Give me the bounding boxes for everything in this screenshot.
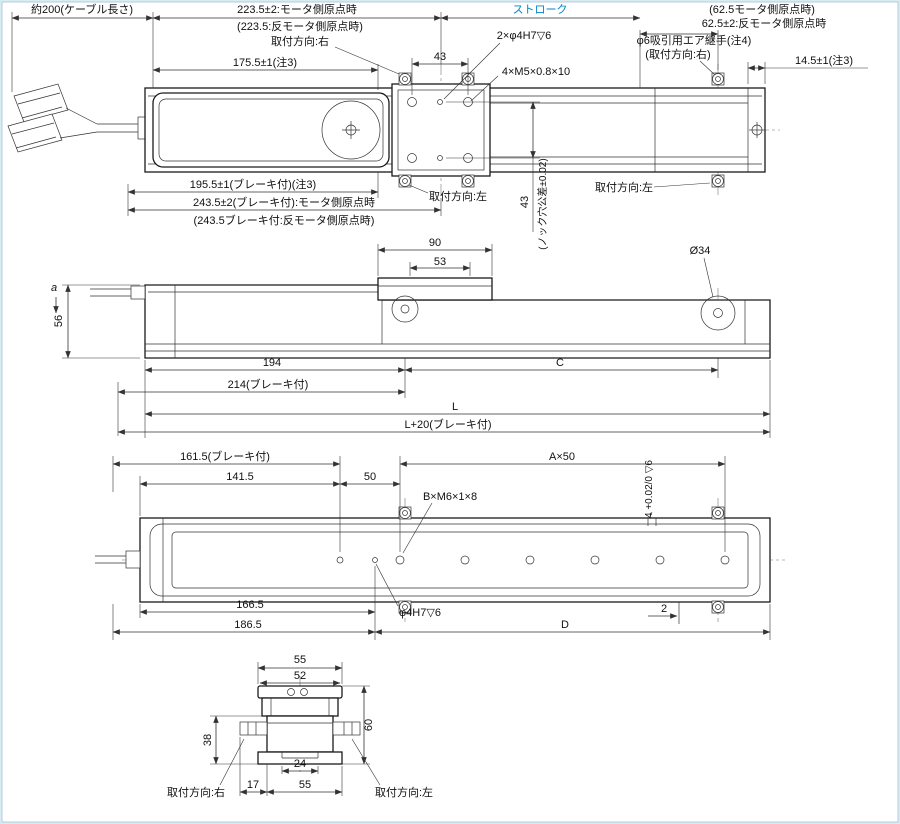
dim-label-14-5: 14.5±1(注3) (795, 53, 853, 67)
dim-label-175-5: 175.5±1(注3) (233, 55, 297, 69)
dim-label-c: C (556, 357, 564, 369)
dim-label-161-5: 161.5(ブレーキ付) (180, 449, 270, 463)
label-mount-dir-right-end-view: 取付方向:右 (167, 785, 225, 799)
dim-label-43-width: 43 (434, 51, 446, 63)
dim-label-195-5: 195.5±1(ブレーキ付)(注3) (190, 177, 316, 191)
dim-label-l: L (452, 401, 458, 413)
label-mount-dir-right: 取付方向:右 (271, 34, 329, 48)
label-mount-dir-left-end-view: 取付方向:左 (375, 785, 433, 799)
dim-label-243-anti: (243.5ブレーキ付:反モータ側原点時) (194, 213, 375, 227)
mount-screw (398, 72, 412, 86)
dim-label-56: 56 (53, 315, 65, 327)
dim-label-223-motor: 223.5±2:モータ側原点時 (237, 3, 357, 16)
dim-label-186-5: 186.5 (234, 619, 262, 631)
label-air-fitting-dir: (取付方向:右) (645, 47, 710, 61)
dim-label-38: 38 (202, 734, 214, 746)
dim-label-62-anti: 62.5±2:反モータ側原点時 (702, 17, 827, 30)
dim-label-l20: L+20(ブレーキ付) (404, 417, 491, 431)
dim-label-55-bottom: 55 (299, 779, 311, 791)
dim-label-243-motor: 243.5±2(ブレーキ付):モータ側原点時 (193, 195, 375, 209)
dim-label-d: D (561, 619, 569, 631)
label-m6-taps: B×M6×1×8 (423, 491, 477, 503)
dim-label-cable-length: 約200(ケーブル長さ) (31, 2, 133, 16)
dim-label-a50: A×50 (549, 451, 575, 463)
section-marker-a: a (51, 282, 57, 294)
top-view: 約200(ケーブル長さ) 223.5±2:モータ側原点時 (223.5:反モータ… (7, 2, 868, 250)
actuator-cross-section (239, 685, 361, 765)
dim-label-194: 194 (263, 357, 281, 369)
slider-carriage (391, 83, 491, 177)
dim-label-166-5: 166.5 (236, 599, 264, 611)
mount-screw (398, 506, 412, 520)
dim-label-90: 90 (429, 237, 441, 249)
actuator-body-side (90, 277, 771, 359)
side-view-dimension-lines (53, 244, 771, 438)
dim-label-24: 24 (294, 758, 306, 770)
bottom-view: 161.5(ブレーキ付) A×50 141.5 50 B×M6×1×8 4 +0… (95, 449, 785, 640)
label-mount-dir-left-end: 取付方向:左 (595, 180, 653, 194)
dim-label-55-top: 55 (294, 654, 306, 666)
dim-label-223-anti: (223.5:反モータ側原点時) (237, 20, 363, 33)
label-stroke: ストローク (513, 3, 568, 16)
label-knock-hole: φ4H7▽6 (399, 607, 441, 619)
end-view: 55 52 38 60 24 17 55 取付方向:右 取付方向:左 (167, 654, 433, 799)
side-view: a 56 90 53 Ø34 194 C 214(ブレーキ付) L L+20(ブ… (51, 237, 771, 438)
label-slot-tolerance: 4 +0.02/0 ▽6 (644, 460, 655, 518)
mount-screw (461, 174, 475, 188)
mount-screw (711, 72, 725, 86)
dim-label-50: 50 (364, 471, 376, 483)
end-view-dimension-lines (210, 662, 381, 796)
dim-label-141-5: 141.5 (226, 471, 254, 483)
top-view-dimension-lines (11, 12, 868, 232)
bottom-view-dimension-lines (112, 456, 771, 640)
label-knock-holes: 2×φ4H7▽6 (497, 30, 551, 42)
label-air-fitting: φ6吸引用エア継手(注4) (637, 33, 752, 47)
dim-label-17: 17 (247, 779, 259, 791)
dim-label-43-height: 43 (519, 196, 531, 208)
label-mount-dir-left-carriage: 取付方向:左 (429, 189, 487, 203)
dim-label-dia34: Ø34 (690, 245, 711, 257)
mount-screw (711, 506, 725, 520)
dim-label-62-motor: (62.5モータ側原点時) (709, 3, 815, 16)
dim-label-2: 2 (661, 603, 667, 615)
dim-label-52: 52 (294, 670, 306, 682)
actuator-body-bottom (95, 517, 771, 624)
dim-label-214: 214(ブレーキ付) (228, 377, 309, 391)
label-m5-taps: 4×M5×0.8×10 (502, 66, 570, 78)
dim-label-60: 60 (363, 719, 375, 731)
mount-screw (711, 174, 725, 188)
mount-screw (711, 600, 725, 614)
dim-label-53: 53 (434, 256, 446, 268)
motor-cover (152, 92, 390, 168)
label-knock-tolerance: (ノック穴公差±0.02) (536, 158, 549, 249)
